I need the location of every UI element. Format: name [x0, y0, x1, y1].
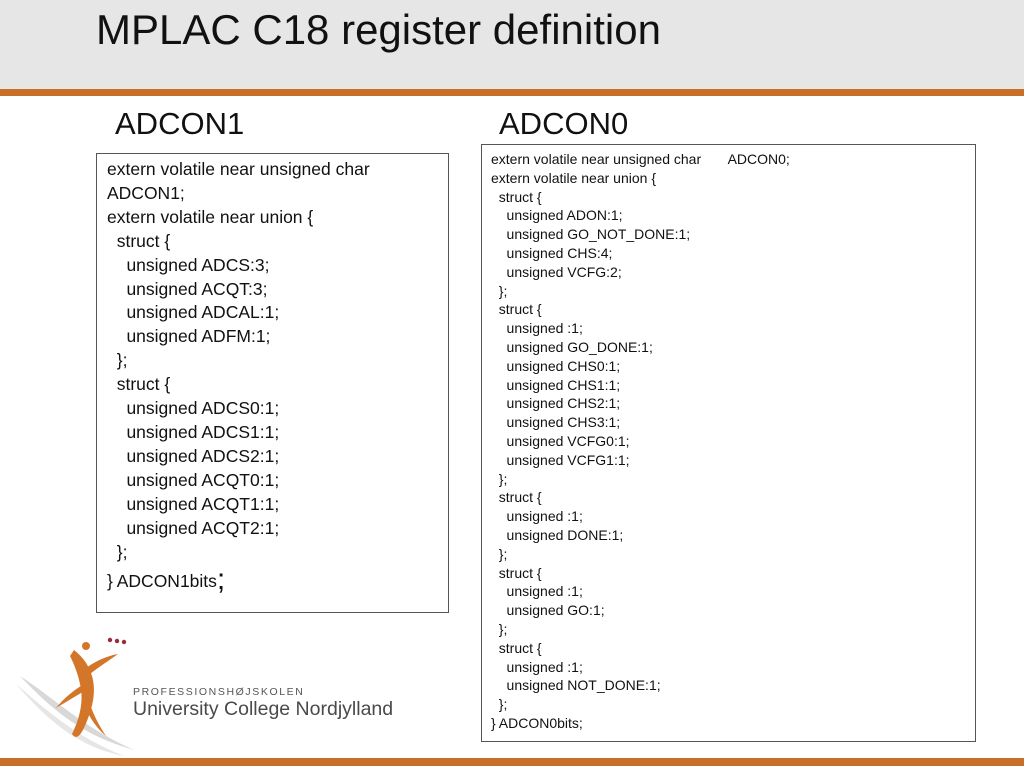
code-line: unsigned ADCS1:1;	[107, 421, 280, 442]
code-line: extern volatile near union {	[107, 206, 314, 227]
accent-rule-top	[0, 89, 1024, 96]
code-line: };	[107, 541, 128, 562]
accent-rule-bottom	[0, 758, 1024, 766]
code-line: ADCON1;	[107, 182, 185, 203]
code-line: unsigned ACQT2:1;	[107, 517, 280, 538]
code-line: unsigned ADCAL:1;	[107, 302, 280, 323]
code-line: struct {	[107, 374, 171, 395]
code-line: struct {	[107, 230, 171, 251]
code-line: unsigned VCFG:2;	[491, 263, 622, 280]
code-line: unsigned CHS2:1;	[491, 395, 621, 412]
logo-text-small: PROFESSIONSHØJSKOLEN	[133, 686, 305, 698]
college-logo-icon	[16, 637, 134, 756]
code-line: unsigned ADCS:3;	[107, 254, 270, 275]
adcon1-code-box: extern volatile near unsigned char ADCON…	[96, 153, 449, 613]
semicolon: ;	[216, 563, 226, 597]
adcon0-heading: ADCON0	[499, 106, 629, 141]
adcon1-heading: ADCON1	[115, 106, 245, 141]
code-line: unsigned ADCS0:1;	[107, 398, 280, 419]
code-line: unsigned DONE:1;	[491, 526, 624, 543]
code-line: unsigned CHS:4;	[491, 244, 613, 261]
code-line: unsigned :1;	[491, 508, 583, 525]
code-line: unsigned :1;	[491, 320, 583, 337]
code-line: unsigned NOT_DONE:1;	[491, 677, 661, 694]
code-line: struct {	[491, 639, 542, 656]
code-line: unsigned :1;	[491, 583, 583, 600]
adcon0-code-box: extern volatile near unsigned char ADCON…	[481, 144, 976, 742]
code-line: unsigned CHS1:1;	[491, 376, 621, 393]
code-line-last: } ADCON1bits;	[107, 565, 448, 595]
code-line: unsigned ADON:1;	[491, 207, 623, 224]
code-line: extern volatile near unsigned char ADCON…	[491, 151, 790, 167]
code-line: struct {	[491, 301, 542, 318]
adcon1bits-text: } ADCON1bits	[107, 571, 217, 592]
code-line: extern volatile near union {	[491, 169, 656, 186]
code-line: unsigned ADFM:1;	[107, 326, 271, 347]
code-line: };	[491, 620, 508, 637]
code-line: } ADCON0bits;	[491, 714, 583, 731]
code-line: unsigned ACQT0:1;	[107, 469, 280, 490]
code-line: unsigned GO_DONE:1;	[491, 338, 653, 355]
code-line: extern volatile near unsigned char	[107, 159, 370, 179]
code-line: unsigned :1;	[491, 658, 583, 675]
slide-title: MPLAC C18 register definition	[96, 6, 661, 53]
code-line: unsigned ADCS2:1;	[107, 445, 280, 466]
code-line: };	[491, 545, 508, 562]
code-line: struct {	[491, 489, 542, 506]
code-line: };	[491, 282, 508, 299]
code-line: };	[491, 696, 508, 713]
code-line: unsigned ACQT1:1;	[107, 493, 280, 514]
code-line: };	[107, 350, 128, 371]
code-line: struct {	[491, 188, 542, 205]
title-band	[0, 0, 1024, 89]
code-line: unsigned VCFG1:1;	[491, 451, 630, 468]
code-line: unsigned VCFG0:1;	[491, 432, 630, 449]
logo-text-large: University College Nordjylland	[133, 698, 394, 720]
code-line: };	[491, 470, 508, 487]
code-line: unsigned GO:1;	[491, 602, 605, 619]
code-line: unsigned GO_NOT_DONE:1;	[491, 226, 691, 243]
code-line: unsigned ACQT:3;	[107, 278, 268, 299]
code-line: unsigned CHS3:1;	[491, 414, 621, 431]
code-line: unsigned CHS0:1;	[491, 357, 621, 374]
code-line: struct {	[491, 564, 542, 581]
